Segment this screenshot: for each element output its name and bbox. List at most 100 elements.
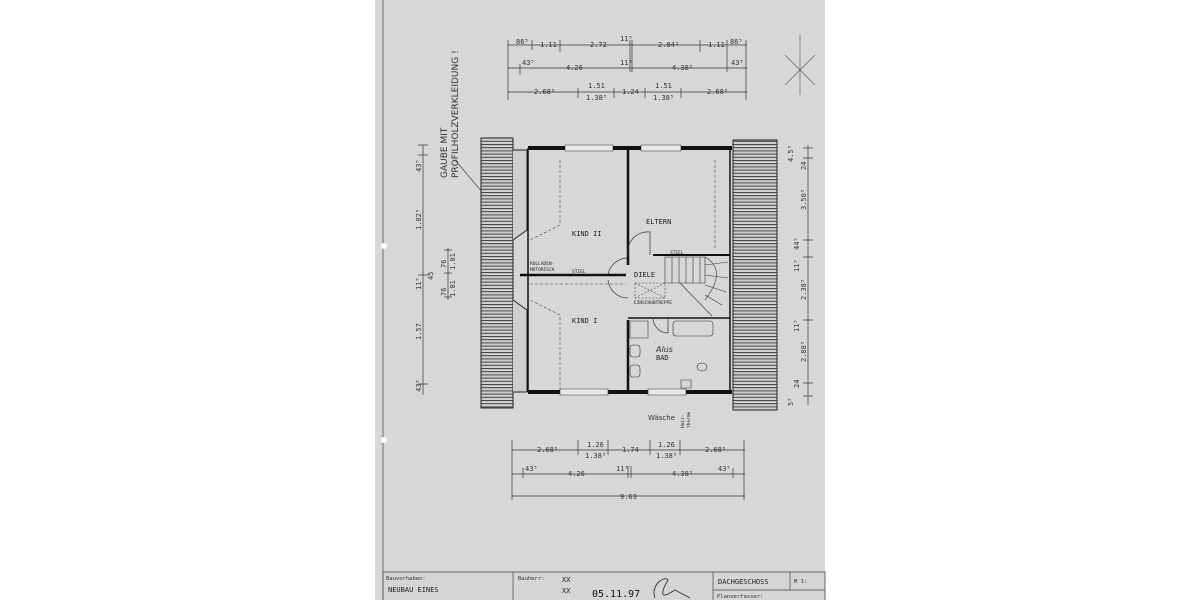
handwritten-bad-note: Alus — [655, 345, 673, 354]
svg-text:4.5⁵: 4.5⁵ — [787, 145, 795, 162]
bathtub — [673, 321, 713, 336]
date: 05.11.97 — [592, 589, 640, 600]
svg-text:11⁵: 11⁵ — [793, 319, 801, 332]
svg-text:11⁵: 11⁵ — [415, 277, 423, 290]
svg-text:1.82⁵: 1.82⁵ — [415, 209, 423, 230]
dim-label: 1.26 — [587, 441, 604, 449]
doors — [608, 232, 668, 333]
dim-label: 1.26 — [658, 441, 675, 449]
dim-label: 2.68⁵ — [534, 88, 555, 96]
dim-label: 11⁵ — [620, 35, 633, 43]
dimension-lines-left — [418, 145, 452, 395]
dim-label: 4.26 — [566, 64, 583, 72]
dim-label: 1.38⁵ — [656, 452, 677, 460]
svg-text:43⁵: 43⁵ — [415, 379, 423, 392]
dim-label: 4.26 — [568, 470, 585, 478]
windows — [560, 145, 686, 395]
dim-label: 43⁵ — [525, 465, 538, 473]
svg-text:5⁵: 5⁵ — [787, 398, 795, 406]
sheet-title: DACHGESCHOSS — [718, 578, 769, 586]
svg-text:1.01: 1.01 — [449, 253, 457, 270]
svg-text:3.50⁵: 3.50⁵ — [800, 189, 808, 210]
signature — [654, 579, 690, 598]
label-rolladen: ROLLADEN- — [530, 261, 554, 267]
staircase — [665, 257, 728, 316]
dim-label: 1.11 — [708, 41, 725, 49]
svg-text:1.57: 1.57 — [415, 323, 423, 340]
dim-label: 1.38⁵ — [586, 94, 607, 102]
dimension-labels-bottom: 2.68⁵ 1.26 1.38⁵ 1.74 1.26 1.38⁵ 2.68⁵ 4… — [525, 441, 731, 501]
title-block: Bauvorhaben: NEUBAU EINES Bauherr: XX XX… — [383, 572, 825, 600]
room-label-bad: BAD — [656, 354, 669, 362]
dim-label: 1.51 — [588, 82, 605, 90]
label-stiel: STIEL — [572, 269, 586, 275]
dim-label: 43⁵ — [731, 59, 744, 67]
svg-text:24: 24 — [800, 162, 808, 170]
dim-label: 1.38⁵ — [653, 94, 674, 102]
svg-text:76: 76 — [440, 288, 448, 296]
room-label-kind-2: KIND II — [572, 230, 602, 238]
svg-text:GAUBE MIT: GAUBE MIT — [440, 127, 450, 178]
dim-label: 1.11 — [540, 41, 557, 49]
punch-hole — [381, 243, 387, 249]
dimension-lines-bottom — [512, 440, 745, 500]
dim-label: 1.51 — [655, 82, 672, 90]
dim-label: 2.68⁵ — [705, 446, 726, 454]
svg-text:Heiz-: Heiz- — [680, 414, 686, 428]
dimension-lines-right — [803, 145, 813, 405]
roof-slope-lines — [530, 160, 715, 390]
dim-label: 9.63 — [620, 493, 637, 501]
label-heiztherme: Heiz- therme — [680, 411, 692, 428]
toilet — [696, 362, 708, 372]
scale: M 1: — [794, 579, 807, 585]
bauvorhaben-value: NEUBAU EINES — [388, 586, 439, 594]
svg-text:76: 76 — [440, 260, 448, 268]
dim-label: 86⁵ — [516, 38, 529, 46]
svg-text:44⁵: 44⁵ — [793, 237, 801, 250]
handwritten-note: GAUBE MIT PROFILHOLZVERKLEIDUNG ! — [440, 50, 461, 178]
north-arrow-icon — [785, 35, 815, 95]
svg-text:2.38⁵: 2.38⁵ — [800, 279, 808, 300]
room-label-diele: DIELE — [634, 271, 655, 279]
roof-hatch-left — [481, 138, 513, 408]
svg-text:2.88⁵: 2.88⁵ — [800, 341, 808, 362]
room-label-kind-1: KIND I — [572, 317, 597, 325]
dim-label: 2.68⁵ — [537, 446, 558, 454]
dim-label: 1.74 — [622, 446, 639, 454]
svg-text:therme: therme — [686, 411, 692, 428]
dormer-outline — [513, 150, 527, 392]
label-motorisch: MOTORISCH — [530, 267, 555, 273]
dim-label: 86⁵ — [730, 38, 743, 46]
label-stiel: STIEL — [670, 250, 684, 256]
dim-label: 4.38⁵ — [672, 64, 693, 72]
bathroom-fixtures — [630, 321, 713, 388]
svg-text:45: 45 — [427, 272, 435, 280]
room-label-eltern: ELTERN — [646, 218, 671, 226]
dim-label: 1.24 — [622, 88, 639, 96]
shower — [630, 321, 648, 338]
dim-label: 43⁵ — [718, 465, 731, 473]
dim-label: 11⁵ — [620, 59, 633, 67]
svg-text:24: 24 — [793, 380, 801, 388]
svg-text:11⁵: 11⁵ — [793, 259, 801, 272]
svg-text:1.01: 1.01 — [449, 280, 457, 297]
svg-text:PROFILHOLZVERKLEIDUNG !: PROFILHOLZVERKLEIDUNG ! — [451, 50, 461, 178]
label-einschubtreppe: EINSCHUBTREPPE — [634, 300, 672, 306]
handwritten-waesche: Wäsche — [648, 414, 675, 422]
washbasin — [630, 365, 640, 377]
bauvorhaben-label: Bauvorhaben: — [386, 576, 426, 582]
bauherr-label: Bauherr: — [518, 576, 545, 582]
dimension-labels-top: 86⁵ 1.11 2.72 11⁵ 2.84⁵ 1.11 86⁵ 43⁵ 4.2… — [516, 35, 744, 102]
dim-label: 2.84⁵ — [658, 41, 679, 49]
dim-label: 1.38⁵ — [585, 452, 606, 460]
dim-label: 11⁵ — [616, 465, 629, 473]
bauherr-value: XX — [562, 587, 571, 595]
dim-label: 2.72 — [590, 41, 607, 49]
svg-text:43⁵: 43⁵ — [415, 159, 423, 172]
dim-label: 2.68⁵ — [707, 88, 728, 96]
punch-hole — [381, 437, 387, 443]
dimension-labels-left: 43⁵ 1.82⁵ 11⁵ 1.57 43⁵ 76 1.01 45 76 1.0… — [415, 159, 457, 392]
bauherr-value: XX — [562, 576, 571, 584]
washbasin — [630, 345, 640, 357]
